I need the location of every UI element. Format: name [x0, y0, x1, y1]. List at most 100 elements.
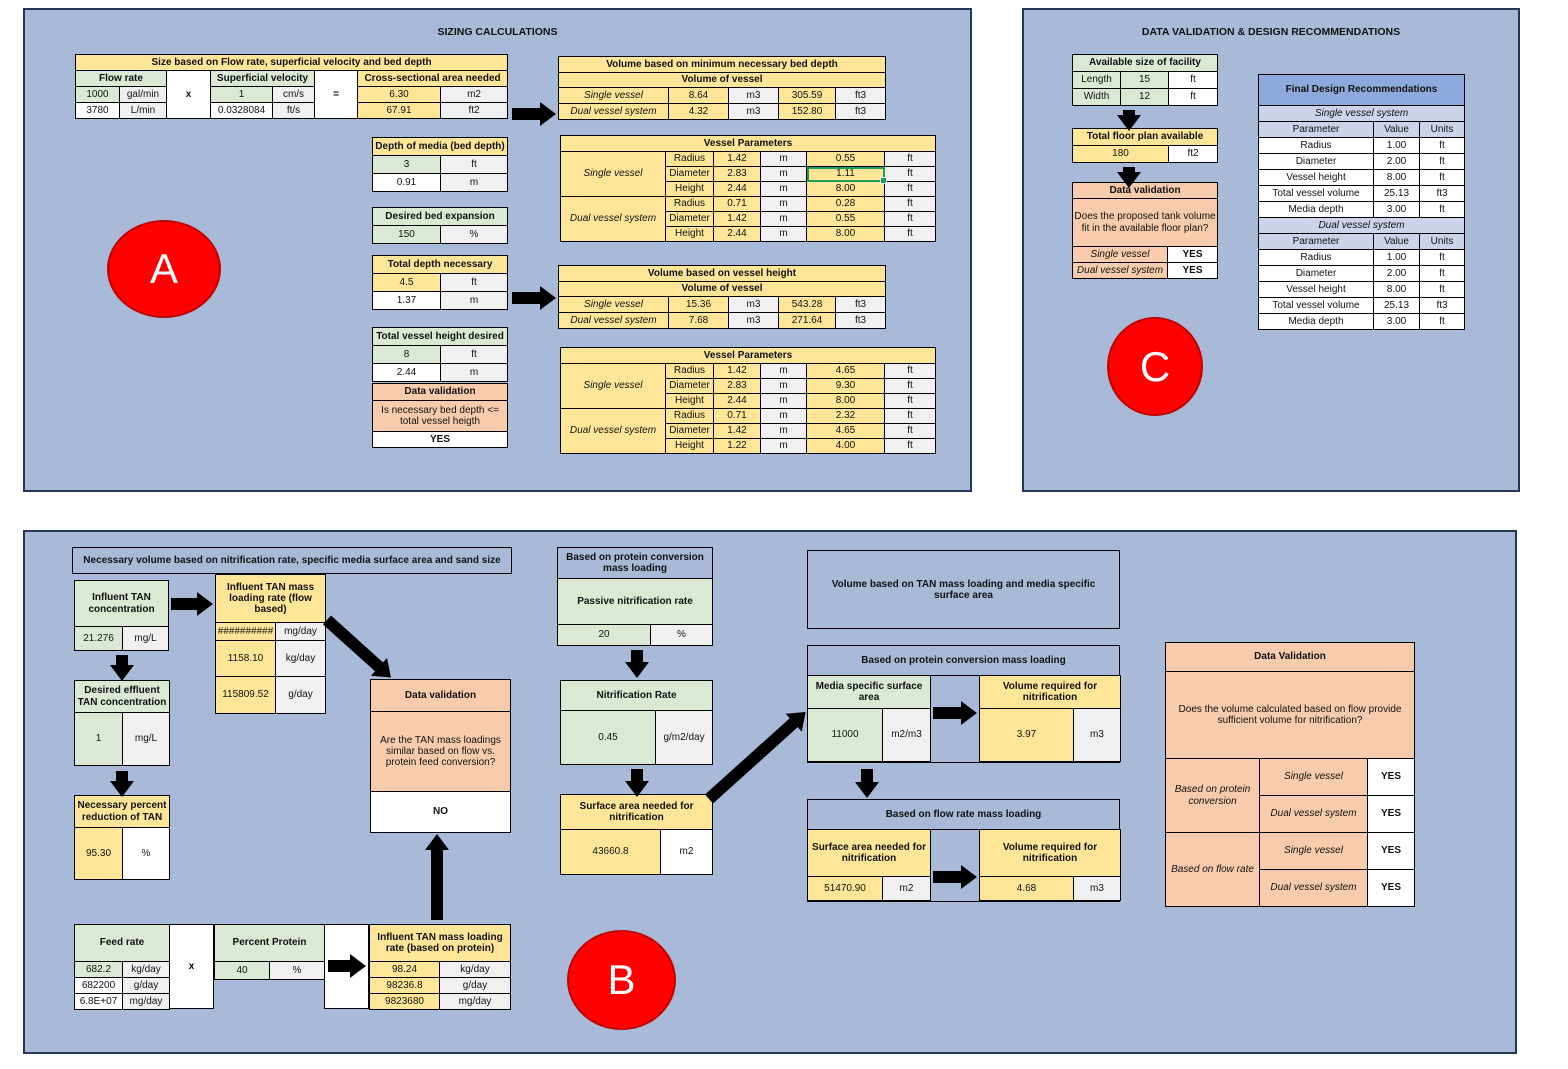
unit-cell: m2: [659, 829, 714, 875]
unit-cell: ft: [1418, 201, 1466, 218]
section-header-nitrification: Necessary volume based on nitrification …: [72, 547, 512, 574]
table-header: Percent Protein: [213, 924, 326, 962]
panel-c-title: DATA VALIDATION & DESIGN RECOMMENDATIONS: [1141, 26, 1401, 38]
volume-required-protein-table: Volume required for nitrification 3.97 m…: [979, 675, 1121, 762]
volume-required-flow-table: Volume required for nitrification 4.68 m…: [979, 829, 1121, 901]
validation-answer: YES: [1166, 262, 1219, 279]
unit-cell: g/day: [275, 676, 326, 714]
value-cell: 0.91: [372, 173, 441, 192]
floor-plan-table: Total floor plan available 180 ft2: [1071, 128, 1219, 163]
arrow-down-icon: [1123, 167, 1135, 172]
arrow-down-icon: [631, 650, 643, 662]
section-header: Dual vessel system: [1257, 217, 1466, 234]
value-cell: 8.00: [806, 181, 885, 197]
unit-cell: m: [760, 393, 807, 409]
effluent-tan-table: Desired effluent TAN concentration 1 mg/…: [74, 680, 170, 766]
arrow-right-icon: [171, 592, 213, 616]
tan-reduction-table: Necessary percent reduction of TAN 95.30…: [74, 795, 170, 880]
validation-answer: YES: [372, 431, 508, 448]
validation-title: Data Validation: [1164, 642, 1416, 672]
value-cell: 1: [74, 712, 123, 766]
column-header: Value: [1373, 233, 1420, 250]
arrow-right-icon: [512, 286, 556, 310]
unit-cell: mg/L: [122, 712, 170, 766]
arrow-down-icon: [631, 769, 643, 781]
unit-cell: g/m2/day: [654, 710, 714, 765]
value-cell: 12: [1120, 88, 1169, 106]
unit-cell: m: [760, 423, 807, 439]
unit-cell: ft: [884, 393, 936, 409]
value-cell: 4.68: [979, 876, 1074, 901]
value-cell: 1.22: [713, 438, 761, 454]
param-name: Diameter: [1258, 153, 1374, 170]
column-header: Parameter: [1258, 121, 1374, 138]
value-cell: 2.83: [713, 378, 761, 394]
selected-cell[interactable]: 1.11: [806, 166, 888, 185]
value-cell: 2.44: [713, 181, 761, 197]
flow-table-header: Size based on Flow rate, superficial vel…: [74, 54, 509, 71]
data-validation-floor-plan: Data validation Does the proposed tank v…: [1071, 182, 1219, 279]
param-name: Radius: [1258, 249, 1374, 266]
param-name: Diameter: [665, 211, 714, 227]
data-validation-volume: Data Validation Does the volume calculat…: [1164, 642, 1416, 907]
equals-operator: =: [314, 70, 358, 119]
unit-cell: ft: [1418, 281, 1466, 298]
value-cell: 2.00: [1373, 265, 1420, 282]
group-label: Single vessel: [560, 363, 666, 409]
unit-cell: m: [760, 363, 807, 379]
table-header: Final Design Recommendations: [1257, 74, 1466, 106]
validation-title: Data validation: [370, 679, 511, 712]
group-label: Based on protein conversion: [1165, 758, 1260, 833]
row-label: Single vessel: [558, 296, 669, 313]
group-label: Single vessel: [560, 151, 666, 197]
validation-question: Does the proposed tank volume fit in the…: [1071, 198, 1219, 247]
table-header: Media specific surface area: [806, 675, 932, 709]
unit-cell: kg/day: [439, 961, 511, 978]
value-cell: 4.32: [668, 103, 729, 120]
table-header: Based on protein conversion mass loading: [557, 547, 713, 579]
validation-answer: YES: [1366, 758, 1416, 796]
table-header: Desired effluent TAN concentration: [74, 680, 170, 713]
value-cell: 25.13: [1373, 185, 1420, 202]
panel-nitrification: Necessary volume based on nitrification …: [23, 530, 1517, 1054]
row-label: Single vessel: [1072, 246, 1168, 263]
percent-protein-table: Percent Protein 40 %: [213, 924, 326, 980]
table-header: Total floor plan available: [1071, 128, 1219, 146]
table-header: Total depth necessary: [371, 255, 509, 274]
param-name: Diameter: [665, 166, 714, 182]
unit-cell: %: [439, 225, 509, 244]
param-name: Height: [665, 393, 714, 409]
table-header: Total vessel height desired: [371, 327, 509, 346]
surface-area-table: Surface area needed for nitrification 43…: [559, 794, 714, 875]
unit-cell: kg/day: [275, 640, 326, 677]
combo-title: Based on protein conversion mass loading: [808, 646, 1119, 676]
row-label: Dual vessel system: [1259, 869, 1368, 907]
unit-cell: mg/day: [275, 622, 326, 641]
param-name: Height: [665, 438, 714, 454]
value-cell: 7.68: [668, 312, 729, 329]
validation-title: Data validation: [372, 383, 508, 401]
value-cell: 6.30: [357, 86, 441, 103]
table-header: Volume required for nitrification: [979, 675, 1121, 709]
value-cell: 3.97: [979, 708, 1074, 762]
table-subheader: Volume of vessel: [557, 72, 887, 88]
unit-cell: m: [760, 438, 807, 454]
value-cell: 1.42: [713, 423, 761, 439]
value-cell: 1.00: [1373, 249, 1420, 266]
table-header: Vessel Parameters: [560, 347, 936, 364]
value-cell: 98236.8: [369, 977, 440, 994]
unit-cell: ft3: [1418, 185, 1466, 202]
row-label: Single vessel: [1259, 758, 1368, 796]
value-cell: 3780: [75, 102, 120, 119]
unit-cell: %: [650, 624, 713, 646]
param-name: Diameter: [665, 423, 714, 439]
value-cell: 180: [1072, 145, 1169, 163]
param-name: Vessel height: [1258, 169, 1374, 186]
multiply-operator: x: [169, 924, 214, 1009]
param-name: Vessel height: [1258, 281, 1374, 298]
group-label: Dual vessel system: [560, 408, 666, 454]
table-header: Necessary percent reduction of TAN: [74, 795, 170, 828]
panel-sizing-calculations: SIZING CALCULATIONS Size based on Flow r…: [23, 8, 972, 492]
arrow-down-icon: [116, 771, 128, 781]
